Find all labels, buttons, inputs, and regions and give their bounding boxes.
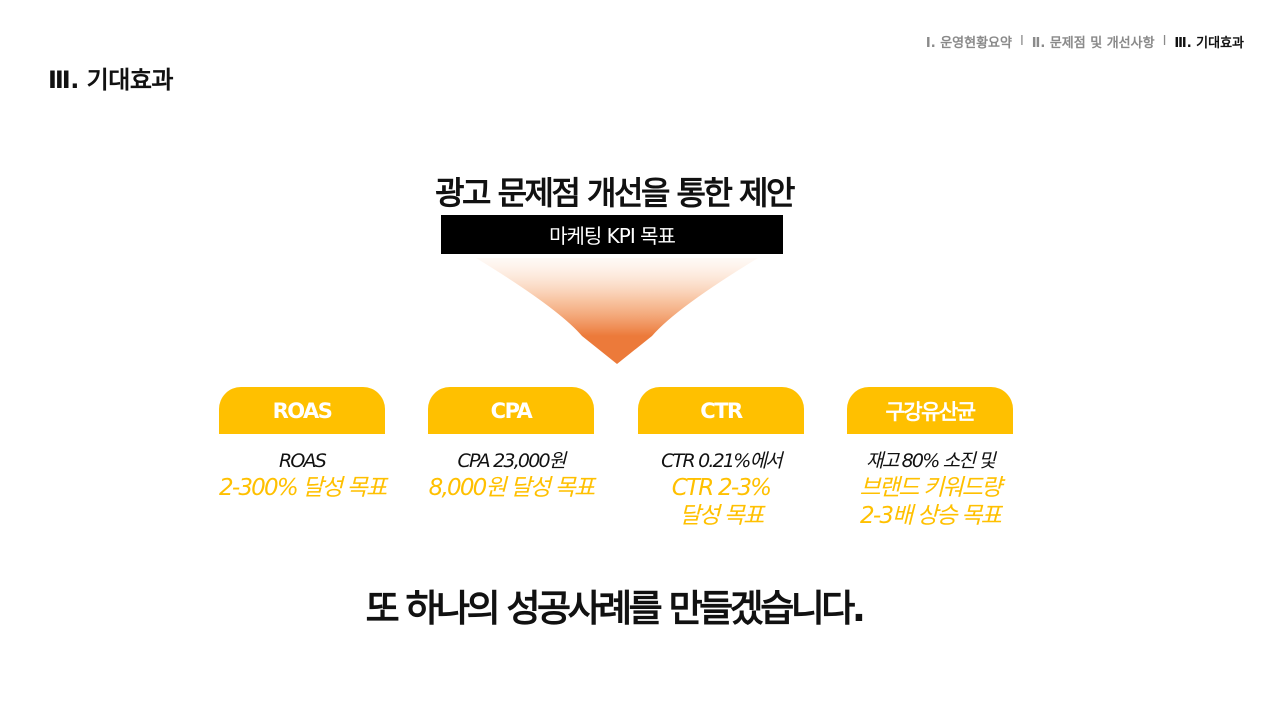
kpi-card-current: CPA 23,000원 [457, 450, 567, 472]
kpi-card-current: CTR 0.21%에서 [661, 450, 782, 472]
section-title: Ⅲ. 기대효과 [48, 66, 173, 94]
kpi-card-cpa: CPA CPA 23,000원 8,000원 달성 목표 [428, 387, 595, 502]
breadcrumb-item-expected-effects: Ⅲ. 기대효과 [1174, 36, 1244, 51]
kpi-label-bar: 마케팅 KPI 목표 [441, 215, 783, 254]
kpi-card-target: CTR 2-3% [671, 475, 772, 501]
funnel-arrow-graphic [476, 258, 758, 364]
headline: 광고 문제점 개선을 통한 제안 [435, 174, 795, 212]
kpi-card-tab: 구강유산균 [847, 387, 1013, 434]
kpi-card-target: 달성 목표 [679, 503, 765, 529]
kpi-card-tab: CPA [428, 387, 594, 434]
breadcrumb-item-summary: Ⅰ. 운영현황요약 [925, 36, 1012, 51]
kpi-card-ctr: CTR CTR 0.21%에서 CTR 2-3% 달성 목표 [638, 387, 804, 530]
kpi-cards: ROAS ROAS 2-300% 달성 목표 CPA CPA 23,000원 8… [215, 387, 1015, 547]
kpi-card-tab: CTR [638, 387, 804, 434]
kpi-card-probiotics: 구강유산균 재고 80% 소진 및 브랜드 키워드량 2-3배 상승 목표 [847, 387, 1013, 530]
kpi-card-tab: ROAS [219, 387, 385, 434]
breadcrumb-item-issues: Ⅱ. 문제점 및 개선사항 [1031, 36, 1155, 51]
breadcrumb: Ⅰ. 운영현황요약 I Ⅱ. 문제점 및 개선사항 I Ⅲ. 기대효과 [926, 32, 1244, 51]
kpi-card-target: 8,000원 달성 목표 [428, 475, 595, 501]
kpi-card-target: 브랜드 키워드량 [859, 475, 1002, 501]
kpi-card-roas: ROAS ROAS 2-300% 달성 목표 [219, 387, 387, 502]
breadcrumb-separator: I [1019, 34, 1024, 49]
kpi-card-target: 2-3배 상승 목표 [860, 503, 1002, 529]
breadcrumb-separator: I [1162, 34, 1167, 49]
kpi-label: 마케팅 KPI 목표 [549, 224, 676, 248]
kpi-card-current: ROAS [278, 450, 327, 472]
kpi-card-target: 2-300% 달성 목표 [219, 475, 387, 501]
closing-statement: 또 하나의 성공사례를 만들겠습니다. [365, 587, 866, 630]
kpi-card-current: 재고 80% 소진 및 [866, 450, 996, 472]
